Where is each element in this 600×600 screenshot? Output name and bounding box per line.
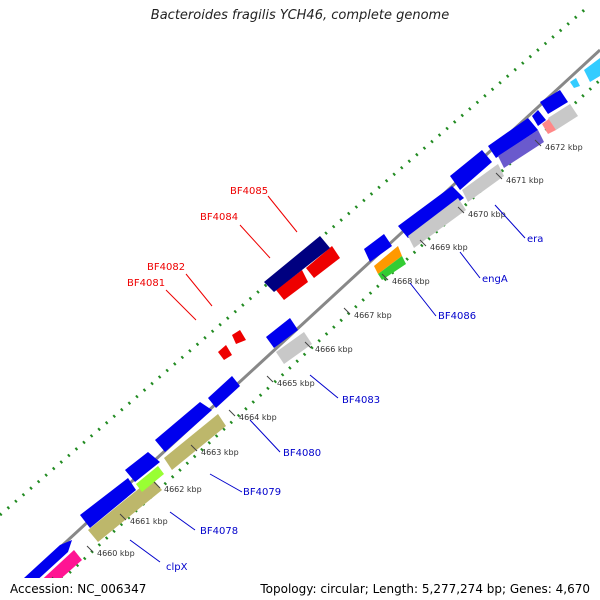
gene-red-BF4081[interactable] [218,345,232,360]
kbp-tick-mark [266,375,274,383]
kbp-tick-label: 4663 kbp [201,448,239,457]
kbp-tick-mark [419,239,427,247]
gene-blue-fwd-12[interactable] [540,90,568,114]
kbp-tick-mark [534,139,542,147]
gene-lime[interactable] [136,466,164,492]
label-BF4083: BF4083 [342,395,380,406]
map-title: Bacteroides fragilis YCH46, complete gen… [150,8,450,23]
label-clpX: clpX [166,562,188,573]
kbp-tick-label: 4666 kbp [315,345,353,354]
label-BF4081: BF4081 [127,278,165,289]
gene-grey-engA[interactable] [408,198,466,248]
gene-orange[interactable] [374,246,402,274]
kbp-tick-label: 4661 kbp [130,517,168,526]
gene-blue-fwd-9[interactable] [450,150,492,190]
gene-green-BF4086[interactable] [378,256,406,280]
kbp-tick-mark [86,545,94,553]
kbp-tick-label: 4671 kbp [506,176,544,185]
gene-blue-fwd-5[interactable] [208,376,240,408]
gene-blue-fwd-2[interactable] [80,478,136,528]
footer-bar: Accession: NC_006347 Topology: circular;… [0,578,600,600]
kbp-tick-mark [304,341,312,349]
kbp-tick-label: 4668 kbp [392,277,430,286]
kbp-tick-label: 4670 kbp [468,210,506,219]
gene-grey-rev-end[interactable] [548,104,578,130]
gene-labels: BF4085 BF4084 BF4082 BF4081 clpX BF4078 … [127,186,543,573]
gene-blue-fwd-6[interactable] [266,318,298,348]
gene-red-fwd-2[interactable] [306,246,340,278]
label-BF4080: BF4080 [283,448,321,459]
genome-summary: Topology: circular; Length: 5,277,274 bp… [260,582,590,596]
label-BF4079: BF4079 [243,487,281,498]
gene-blue-fwd-8[interactable] [398,186,464,238]
label-BF4082: BF4082 [147,262,185,273]
kbp-tick-mark [228,409,236,417]
kbp-tick-label: 4672 kbp [545,143,583,152]
kbp-tick-label: 4660 kbp [97,549,135,558]
kbp-tick-label: 4667 kbp [354,311,392,320]
kbp-tick-label: 4665 kbp [277,379,315,388]
label-BF4085: BF4085 [230,186,268,197]
callout-lines [129,195,526,563]
gene-cyan-fwd[interactable] [584,58,600,82]
gene-khaki-BF4079[interactable] [164,414,226,470]
gene-grey-era[interactable] [462,164,504,202]
gene-blue-fwd-4[interactable] [155,402,212,452]
gene-grey-BF4083[interactable] [276,332,312,364]
gene-salmon[interactable] [542,118,556,134]
kbp-tick-mark [457,206,465,214]
gene-blue-fwd-10[interactable] [488,118,538,158]
kbp-tick-mark [190,444,198,452]
label-BF4084: BF4084 [200,212,238,223]
gene-cyan-fwd-2[interactable] [570,78,580,88]
label-era: era [527,234,543,245]
gene-navy-BF4085[interactable] [264,236,330,292]
kbp-tick-label: 4662 kbp [164,485,202,494]
kbp-tick-label: 4664 kbp [239,413,277,422]
gene-blue-fwd-11[interactable] [532,110,546,126]
kbp-tick-mark [495,172,503,180]
label-engA: engA [482,274,508,285]
label-BF4078: BF4078 [200,526,238,537]
kbp-tick-mark [343,307,351,315]
kbp-tick-mark [153,481,161,489]
kbp-tick-mark [381,273,389,281]
gene-purple[interactable] [498,130,544,168]
gene-red-BF4084[interactable] [276,270,308,300]
label-BF4086: BF4086 [438,311,476,322]
forward-genes [0,58,600,600]
accession-text: Accession: NC_006347 [10,582,147,596]
gene-red-BF4082[interactable] [232,330,246,344]
reverse-genes [20,104,578,600]
kbp-tick-label: 4669 kbp [430,243,468,252]
kbp-tick-mark [119,513,127,521]
gene-khaki-BF4078[interactable] [88,478,162,542]
gene-blue-fwd-3[interactable] [125,452,160,482]
gene-blue-fwd-7[interactable] [364,234,392,262]
